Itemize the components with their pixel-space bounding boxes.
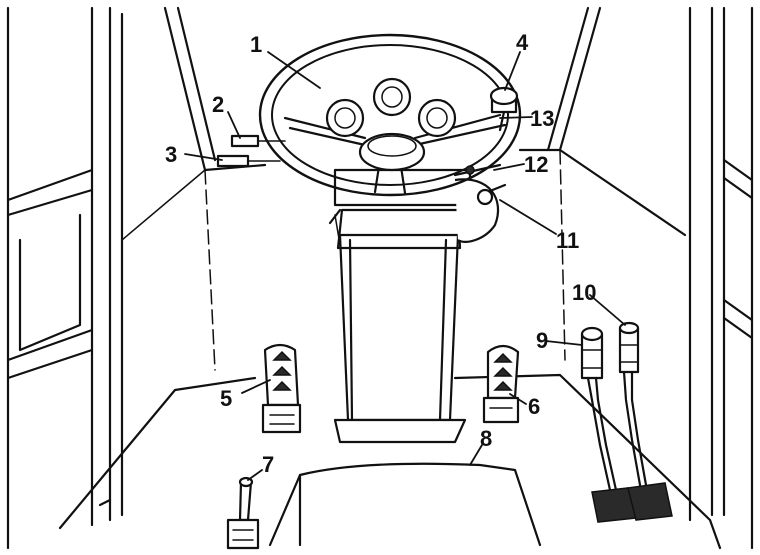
callouts: 1 4 2 3 13 12 11 10 9 5 6 7 8	[165, 30, 596, 477]
callout-9: 9	[536, 328, 548, 353]
callout-1: 1	[250, 32, 262, 57]
right-pedal	[482, 344, 520, 424]
left-switches	[216, 134, 286, 168]
callout-12: 12	[524, 152, 548, 177]
horn-button	[358, 132, 426, 172]
callout-6: 6	[528, 394, 540, 419]
dashboard	[333, 168, 500, 243]
front-windshield	[121, 6, 691, 521]
spinner-knob	[489, 86, 519, 132]
left-pillars	[6, 6, 124, 550]
callout-13: 13	[530, 106, 554, 131]
left-window	[6, 168, 94, 380]
right-pillars	[688, 6, 754, 550]
callout-8: 8	[480, 426, 492, 451]
small-hand-lever	[226, 476, 260, 550]
combination-switch-lever	[453, 163, 502, 177]
callout-5: 5	[220, 386, 232, 411]
leader-lines	[184, 51, 626, 481]
control-lever-left	[580, 326, 637, 523]
callout-2: 2	[212, 92, 224, 117]
seat-base	[268, 462, 542, 547]
left-pedal	[261, 343, 302, 434]
column-lever	[476, 183, 507, 206]
right-window	[722, 158, 754, 340]
steering-wheel	[258, 33, 522, 197]
steering-column	[328, 208, 467, 444]
callout-7: 7	[262, 452, 274, 477]
instrument-gauges	[325, 77, 457, 138]
callout-3: 3	[165, 142, 177, 167]
callout-4: 4	[516, 30, 529, 55]
callout-11: 11	[556, 228, 579, 253]
callout-10: 10	[572, 280, 596, 305]
